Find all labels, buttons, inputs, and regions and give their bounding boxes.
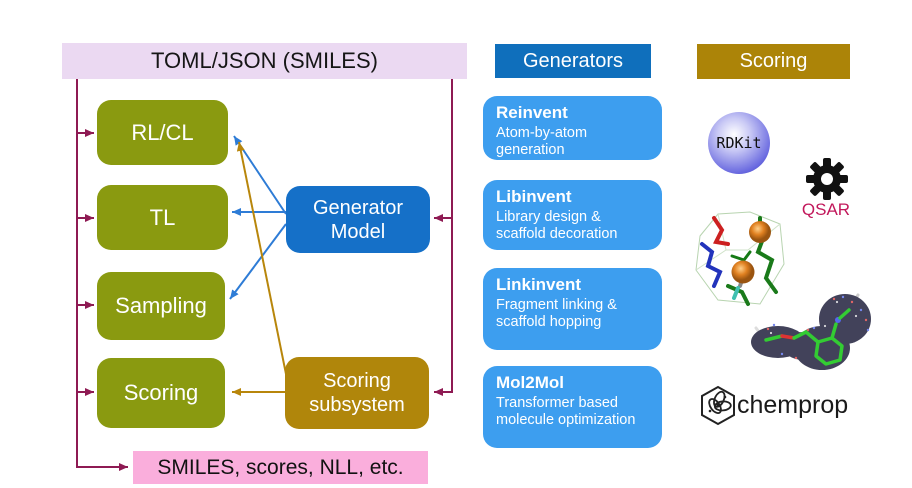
generator-card-title: Reinvent xyxy=(496,103,568,122)
generators-header: Generators xyxy=(495,44,651,78)
generator-card-linkinvent: Linkinvent Fragment linking & scaffold h… xyxy=(483,268,662,350)
qsar-label: QSAR xyxy=(801,200,851,219)
chemprop-logo-icon xyxy=(701,385,735,426)
generator-card-desc: Library design & scaffold decoration xyxy=(496,209,618,243)
generator-card-desc: Transformer based molecule optimization xyxy=(496,395,636,429)
rdkit-label: RDKit xyxy=(716,134,762,152)
run-mode-tl: TL xyxy=(97,185,228,250)
run-mode-scoring: Scoring xyxy=(97,358,225,428)
scoring-header: Scoring xyxy=(697,44,850,79)
toml-json-header: TOML/JSON (SMILES) xyxy=(62,43,467,79)
generator-card-desc: Fragment linking & scaffold hopping xyxy=(496,297,617,331)
output-box: SMILES, scores, NLL, etc. xyxy=(133,451,428,484)
gear-icon xyxy=(806,158,848,200)
generator-card-desc: Atom-by-atom generation xyxy=(496,125,588,159)
generator-model-box: Generator Model xyxy=(286,186,430,253)
scoring-subsystem-box: Scoring subsystem xyxy=(285,357,429,429)
chemprop-label: chemprop xyxy=(737,391,849,419)
generator-card-title: Libinvent xyxy=(496,187,572,206)
generator-card-title: Linkinvent xyxy=(496,275,582,294)
generator-card-mol2mol: Mol2Mol Transformer based molecule optim… xyxy=(483,366,662,448)
crystal-structure-image xyxy=(695,211,785,306)
run-mode-rlcl: RL/CL xyxy=(97,100,228,165)
rdkit-logo-icon: RDKit xyxy=(708,112,770,174)
generator-card-title: Mol2Mol xyxy=(496,373,564,392)
generator-card-libinvent: Libinvent Library design & scaffold deco… xyxy=(483,180,662,250)
generator-card-reinvent: Reinvent Atom-by-atom generation xyxy=(483,96,662,160)
molecular-surface-image xyxy=(751,293,871,370)
run-mode-sampling: Sampling xyxy=(97,272,225,340)
